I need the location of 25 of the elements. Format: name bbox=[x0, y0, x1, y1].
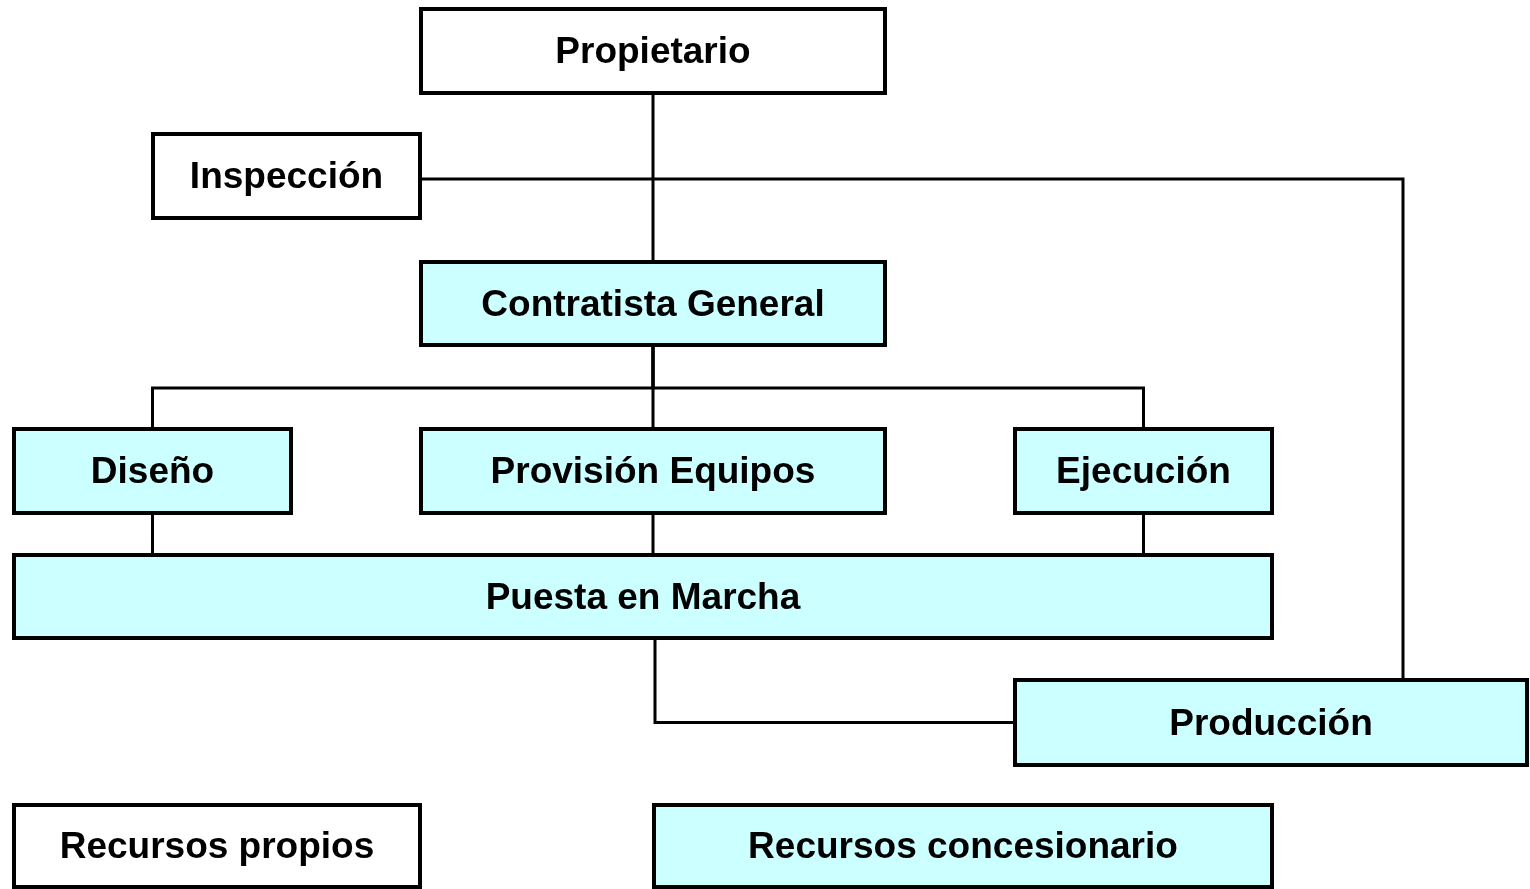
box-label: Puesta en Marcha bbox=[485, 575, 801, 618]
connector-line bbox=[422, 177, 1405, 678]
box-label: Provisión Equipos bbox=[490, 450, 816, 492]
org-box bbox=[12, 553, 1274, 640]
legend-label: Recursos concesionario bbox=[748, 825, 1178, 867]
box-label: Diseño bbox=[90, 450, 215, 492]
org-box bbox=[419, 427, 887, 515]
box-label: Propietario bbox=[555, 30, 751, 72]
org-box bbox=[419, 7, 887, 95]
org-box bbox=[1013, 427, 1274, 515]
legend-label: Recursos propios bbox=[59, 825, 375, 867]
box-label: Ejecución bbox=[1056, 450, 1231, 492]
connector-line bbox=[651, 95, 655, 260]
connector-line bbox=[651, 515, 655, 553]
org-box bbox=[1013, 678, 1529, 767]
connector-line bbox=[1142, 515, 1145, 553]
box-label: Producción bbox=[1169, 701, 1373, 744]
org-box bbox=[151, 132, 422, 220]
connector-line bbox=[151, 515, 154, 553]
box-label: Contratista General bbox=[481, 282, 825, 325]
org-box bbox=[12, 427, 293, 515]
connector-line bbox=[653, 640, 1013, 724]
box-label: Inspección bbox=[189, 155, 384, 197]
connector-line bbox=[651, 347, 1145, 427]
org-box bbox=[419, 260, 887, 347]
